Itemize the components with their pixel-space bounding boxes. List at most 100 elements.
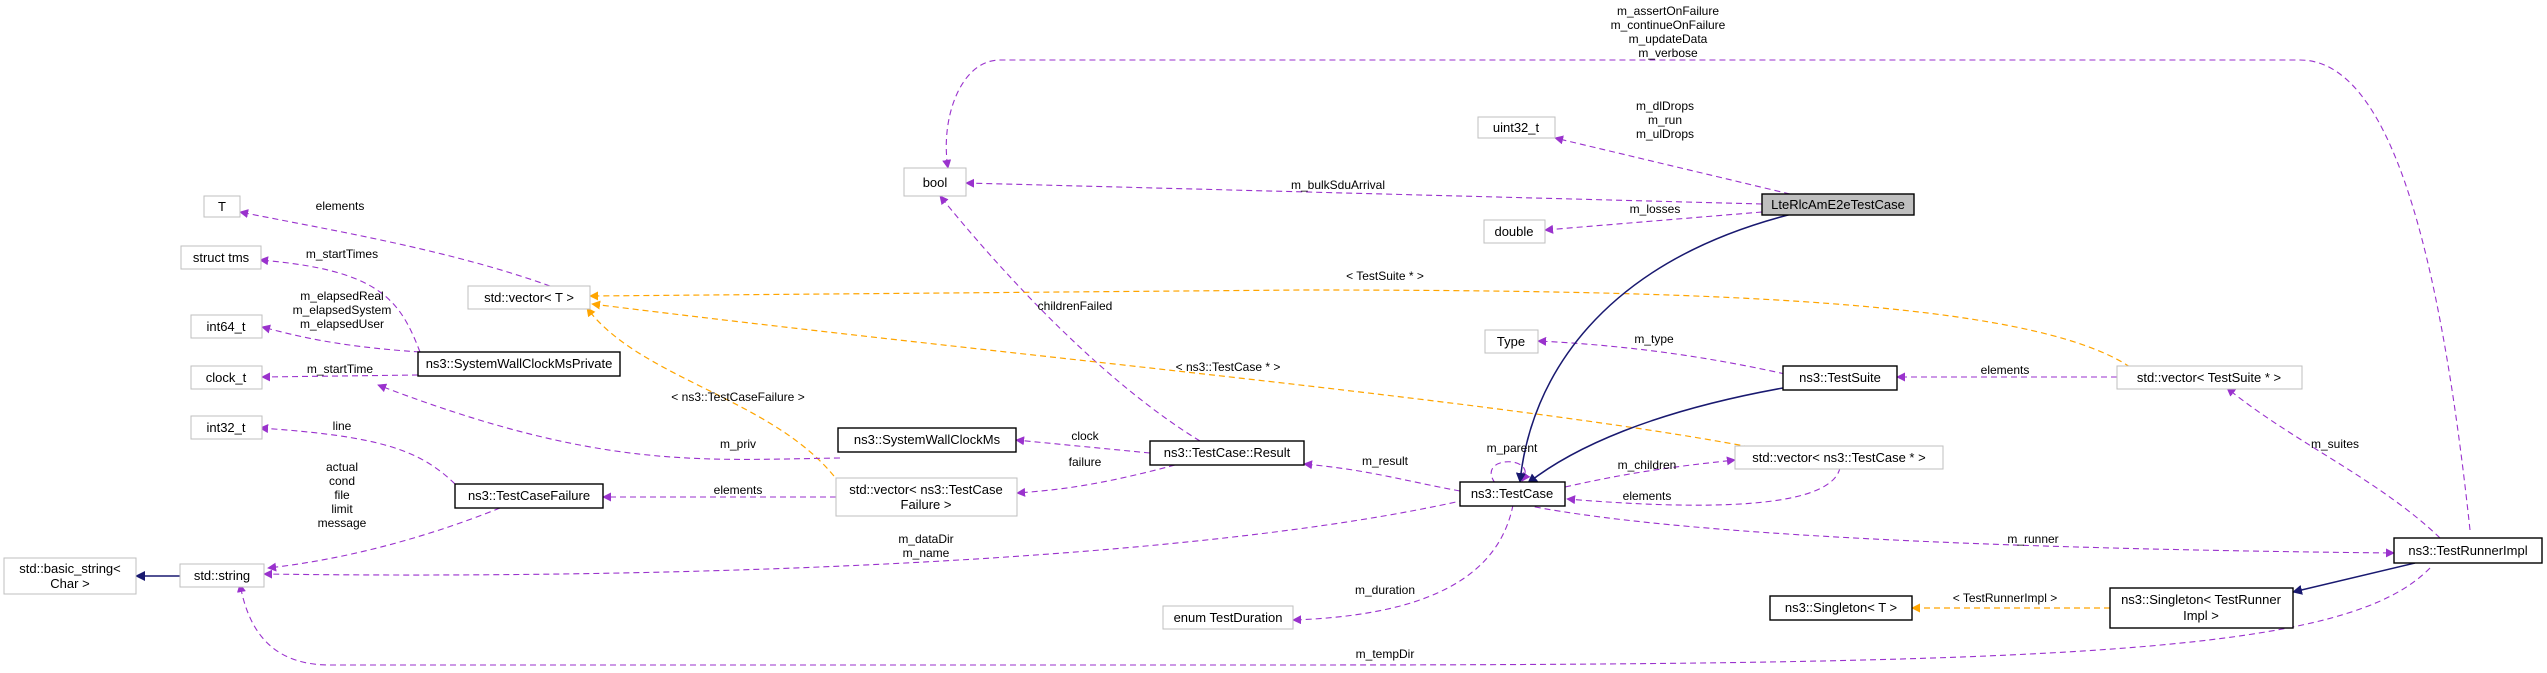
label-failure-5: message	[318, 516, 367, 530]
label-m-duration: m_duration	[1355, 583, 1415, 597]
node-vector-test-case-failure[interactable]: std::vector< ns3::TestCase Failure >	[835, 477, 1018, 517]
node-int32-t[interactable]: int32_t	[190, 415, 263, 440]
node-label-line1: std::vector< ns3::TestCase	[849, 482, 1003, 497]
node-label: ns3::SystemWallClockMsPrivate	[426, 356, 613, 371]
node-label: ns3::Singleton< T >	[1785, 600, 1897, 615]
label-elements-children: elements	[1623, 489, 1672, 503]
label-elapsed-3: m_elapsedUser	[300, 317, 384, 331]
node-label: T	[218, 199, 226, 214]
label-runner-flags-2: m_continueOnFailure	[1611, 18, 1726, 32]
edge-losses	[1544, 211, 1763, 234]
node-int64-t[interactable]: int64_t	[190, 314, 263, 339]
edge-m-result	[1303, 460, 1461, 492]
label-m-parent: m_parent	[1487, 441, 1538, 455]
inherit-suite-to-testcase	[1527, 384, 1801, 484]
label-m-suites: m_suites	[2311, 437, 2359, 451]
node-uint32-t[interactable]: uint32_t	[1477, 116, 1556, 139]
label-runner-flags-1: m_assertOnFailure	[1617, 4, 1719, 18]
label-failure-4: limit	[331, 502, 353, 516]
edge-start-time	[261, 372, 419, 382]
label-drops-2: m_run	[1648, 113, 1682, 127]
label-elements-t: elements	[316, 199, 365, 213]
node-singleton-t[interactable]: ns3::Singleton< T >	[1769, 595, 1913, 621]
label-elements-suite: elements	[1981, 363, 2030, 377]
edge-m-priv	[377, 383, 841, 460]
node-label: int64_t	[206, 319, 245, 334]
edge-line	[259, 424, 456, 485]
node-label: double	[1494, 224, 1533, 239]
node-basic-string[interactable]: std::basic_string< Char >	[3, 557, 137, 595]
edge-elapsed	[261, 324, 421, 353]
label-runner-flags-4: m_verbose	[1638, 46, 1698, 60]
node-bool[interactable]: bool	[903, 167, 967, 197]
label-temp-dir: m_tempDir	[1356, 647, 1415, 661]
node-struct-tms[interactable]: struct tms	[180, 245, 262, 270]
edge-m-duration	[1292, 504, 1514, 625]
node-t[interactable]: T	[203, 195, 241, 218]
label-tmpl-testsuite: < TestSuite * >	[1346, 269, 1424, 283]
node-label: ns3::TestCase::Result	[1164, 445, 1291, 460]
inherit-lte-to-testcase	[1515, 211, 1801, 483]
edge-children-failed	[939, 195, 1201, 442]
label-start-times: m_startTimes	[306, 247, 378, 261]
node-enum-test-duration[interactable]: enum TestDuration	[1162, 605, 1294, 630]
node-type[interactable]: Type	[1484, 329, 1539, 354]
edge-temp-dir	[236, 567, 2431, 666]
node-label: LteRlcAmE2eTestCase	[1771, 197, 1905, 212]
node-double[interactable]: double	[1483, 219, 1546, 244]
node-vector-test-suite[interactable]: std::vector< TestSuite * >	[2116, 365, 2303, 390]
edge-bulk-sdu	[965, 178, 1763, 205]
node-system-wall-clock-ms-private[interactable]: ns3::SystemWallClockMsPrivate	[417, 351, 621, 377]
node-test-case-failure[interactable]: ns3::TestCaseFailure	[454, 483, 604, 509]
node-label: ns3::TestCaseFailure	[468, 488, 590, 503]
edge-drops	[1554, 135, 1791, 195]
node-label: std::vector< TestSuite * >	[2137, 370, 2281, 385]
label-tmpl-failure: < ns3::TestCaseFailure >	[671, 390, 804, 404]
node-test-runner-impl[interactable]: ns3::TestRunnerImpl	[2393, 537, 2543, 564]
node-label: Type	[1497, 334, 1525, 349]
label-tmpl-runner: < TestRunnerImpl >	[1953, 591, 2058, 605]
label-m-priv: m_priv	[720, 437, 756, 451]
nodes: LteRlcAmE2eTestCase uint32_t bool double…	[3, 116, 2543, 630]
node-vector-test-case[interactable]: std::vector< ns3::TestCase * >	[1734, 445, 1944, 470]
node-test-case-result[interactable]: ns3::TestCase::Result	[1149, 440, 1305, 466]
node-label: std::vector< T >	[484, 290, 574, 305]
node-label: uint32_t	[1493, 120, 1540, 135]
node-vector-t[interactable]: std::vector< T >	[467, 285, 591, 310]
edge-m-type	[1537, 336, 1786, 375]
edge-tmpl-failure	[586, 307, 841, 485]
node-system-wall-clock-ms[interactable]: ns3::SystemWallClockMs	[837, 427, 1017, 453]
label-tmpl-testcase: < ns3::TestCase * >	[1176, 360, 1281, 374]
label-failure-1: actual	[326, 460, 358, 474]
edge-runner-flags	[942, 59, 2471, 531]
node-label-line2: Failure >	[901, 497, 952, 512]
edge-clock	[1015, 436, 1151, 454]
label-failure-2: cond	[329, 474, 355, 488]
node-test-case[interactable]: ns3::TestCase	[1459, 481, 1566, 507]
node-lte-rlc-am-e2e-test-case[interactable]: LteRlcAmE2eTestCase	[1761, 193, 1915, 216]
label-elapsed-1: m_elapsedReal	[300, 289, 383, 303]
node-singleton-test-runner-impl[interactable]: ns3::Singleton< TestRunner Impl >	[2109, 587, 2294, 629]
node-label-line2: Impl >	[2183, 608, 2219, 623]
node-label: ns3::TestCase	[1471, 486, 1553, 501]
inherit-runner-singleton	[2292, 562, 2416, 595]
node-std-string[interactable]: std::string	[179, 563, 265, 588]
node-label: ns3::TestSuite	[1799, 370, 1881, 385]
label-m-children: m_children	[1618, 458, 1677, 472]
node-clock-t[interactable]: clock_t	[190, 365, 263, 390]
label-m-type: m_type	[1634, 332, 1674, 346]
node-label: bool	[923, 175, 948, 190]
edge-data-dir	[263, 499, 1466, 579]
label-start-time: m_startTime	[307, 362, 374, 376]
node-label: int32_t	[206, 420, 245, 435]
edge-failure-fields	[267, 507, 501, 572]
edge-m-parent	[1490, 461, 1531, 484]
node-test-suite[interactable]: ns3::TestSuite	[1782, 365, 1898, 391]
node-label-line1: ns3::Singleton< TestRunner	[2121, 592, 2282, 607]
label-data-dir-2: m_name	[903, 546, 950, 560]
label-data-dir-1: m_dataDir	[898, 532, 953, 546]
label-failure-3: file	[334, 488, 350, 502]
label-elements-failure: elements	[714, 483, 763, 497]
label-losses: m_losses	[1630, 202, 1681, 216]
